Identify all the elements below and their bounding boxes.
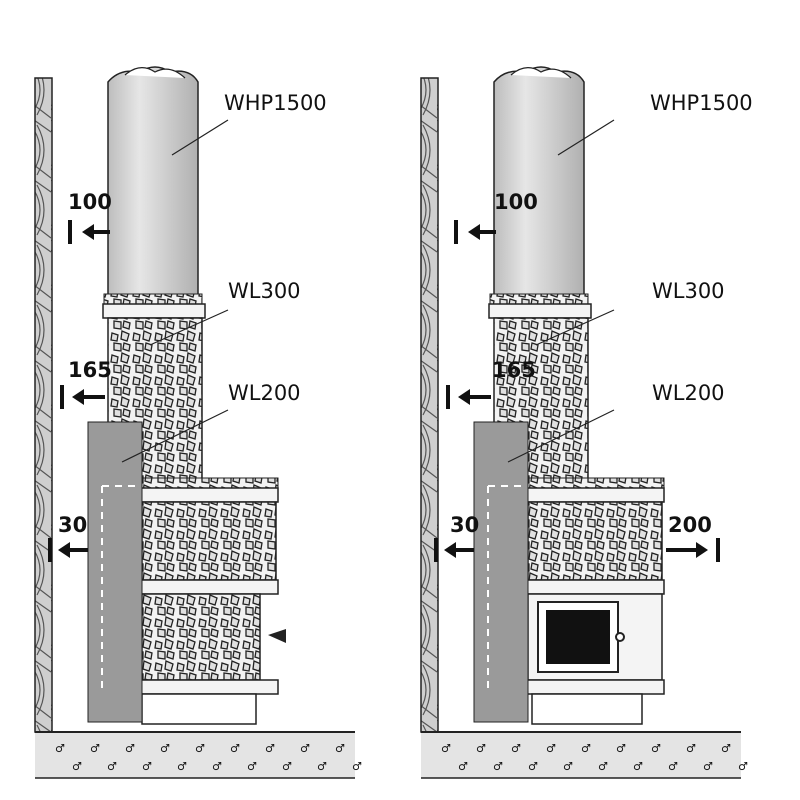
floor-aggregate-mark: ♂: [195, 742, 205, 755]
middle-clearance-arrowhead-icon: [458, 389, 470, 405]
floor-aggregate-mark: ♂: [686, 742, 696, 755]
front-clearance-value: 200: [668, 513, 712, 537]
middle-clearance-value: 165: [492, 358, 536, 382]
lower-module-label: WL200: [652, 381, 725, 405]
heater-label: WHP1500: [224, 91, 327, 115]
side-clearance-arrowhead-icon: [444, 542, 456, 558]
heater-leader-line: [171, 119, 229, 156]
floor-aggregate-mark: ♂: [90, 742, 100, 755]
top-clearance-arrowhead-icon: [468, 224, 480, 240]
stones-top-icon: [124, 67, 186, 79]
firebox-door-glass: [546, 610, 610, 664]
floor-aggregate-mark: ♂: [317, 760, 327, 773]
floor-aggregate-mark: ♂: [528, 760, 538, 773]
upper-module-top-band: [488, 303, 592, 319]
heater-stones-rim: [489, 293, 589, 305]
top-clearance-value: 100: [68, 190, 112, 214]
lower-module-label: WL200: [228, 381, 301, 405]
floor: [421, 732, 741, 778]
floor-aggregate-mark: ♂: [142, 760, 152, 773]
top-clearance-arrowhead-icon: [82, 224, 94, 240]
floor-aggregate-mark: ♂: [335, 742, 345, 755]
floor-aggregate-mark: ♂: [598, 760, 608, 773]
floor-aggregate-mark: ♂: [177, 760, 187, 773]
floor-aggregate-mark: ♂: [247, 760, 257, 773]
wooden-wall: [420, 77, 439, 733]
heater-leader-line: [557, 119, 615, 156]
floor-aggregate-mark: ♂: [563, 760, 573, 773]
floor-aggregate-mark: ♂: [55, 742, 65, 755]
door-handle-icon: [268, 629, 286, 643]
floor-aggregate-mark: ♂: [125, 742, 135, 755]
heater-base: [141, 693, 257, 725]
lower-module-leader-line: [507, 409, 615, 463]
heater-cylinder: [107, 66, 199, 299]
protective-panel: [473, 421, 529, 723]
floor-aggregate-mark: ♂: [352, 760, 362, 773]
floor-aggregate-mark: ♂: [72, 760, 82, 773]
front-clearance-arrowhead-icon: [696, 542, 708, 558]
floor-aggregate-mark: ♂: [546, 742, 556, 755]
floor-aggregate-mark: ♂: [458, 760, 468, 773]
floor-aggregate-mark: ♂: [721, 742, 731, 755]
side-clearance-arrowhead-icon: [58, 542, 70, 558]
middle-clearance-value: 165: [68, 358, 112, 382]
upper-module-top-band: [102, 303, 206, 319]
bottom-band: [525, 679, 665, 695]
heater-cylinder: [493, 66, 585, 299]
left-installation-diagram: ♂ ♂ ♂ ♂ ♂ ♂ ♂ ♂ ♂ ♂ ♂ ♂ ♂ ♂ ♂ ♂ ♂ ♂: [34, 66, 362, 779]
lower-module-stones-rim: [523, 477, 665, 489]
floor-aggregate-mark: ♂: [230, 742, 240, 755]
floor-aggregate-mark: ♂: [651, 742, 661, 755]
panel-hidden-edge: [101, 485, 140, 690]
floor-aggregate-mark: ♂: [493, 760, 503, 773]
panel-hidden-edge: [487, 485, 526, 690]
floor-aggregate-mark: ♂: [616, 742, 626, 755]
lower-module-leader-line: [121, 409, 229, 463]
top-clearance-value: 100: [494, 190, 538, 214]
upper-module-label: WL300: [228, 279, 301, 303]
heater-label: WHP1500: [650, 91, 753, 115]
heater-stones-rim: [103, 293, 203, 305]
firebox-stone-cage: [141, 593, 261, 681]
right-installation-diagram: ♂ ♂ ♂ ♂ ♂ ♂ ♂ ♂ ♂ ♂ ♂ ♂ ♂ ♂ ♂ ♂ ♂ ♂: [420, 66, 748, 779]
floor-aggregate-mark: ♂: [107, 760, 117, 773]
lower-module-top-band: [525, 487, 665, 503]
floor-aggregate-mark: ♂: [703, 760, 713, 773]
floor-aggregate-mark: ♂: [300, 742, 310, 755]
lower-module-stone-cage: [527, 501, 663, 581]
floor: [35, 732, 355, 778]
wooden-wall: [34, 77, 53, 733]
floor-aggregate-mark: ♂: [738, 760, 748, 773]
middle-clearance-arrowhead-icon: [72, 389, 84, 405]
floor-aggregate-mark: ♂: [668, 760, 678, 773]
bottom-band: [139, 679, 279, 695]
upper-module-leader-line: [535, 309, 615, 346]
middle-band: [139, 579, 279, 595]
floor-aggregate-mark: ♂: [265, 742, 275, 755]
floor-aggregate-mark: ♂: [633, 760, 643, 773]
upper-module-label: WL300: [652, 279, 725, 303]
side-clearance-value: 30: [450, 513, 479, 537]
lower-module-stone-cage: [141, 501, 277, 581]
floor-aggregate-mark: ♂: [441, 742, 451, 755]
floor-aggregate-mark: ♂: [160, 742, 170, 755]
floor-aggregate-mark: ♂: [212, 760, 222, 773]
middle-band: [525, 579, 665, 595]
upper-module-leader-line: [149, 309, 229, 346]
floor-aggregate-mark: ♂: [581, 742, 591, 755]
stones-top-icon: [510, 67, 572, 79]
floor-aggregate-mark: ♂: [511, 742, 521, 755]
heater-base: [531, 693, 643, 725]
floor-aggregate-mark: ♂: [282, 760, 292, 773]
door-knob-icon: [615, 632, 625, 642]
protective-panel: [87, 421, 143, 723]
lower-module-stones-rim: [137, 477, 279, 489]
side-clearance-value: 30: [58, 513, 87, 537]
lower-module-top-band: [139, 487, 279, 503]
floor-aggregate-mark: ♂: [476, 742, 486, 755]
